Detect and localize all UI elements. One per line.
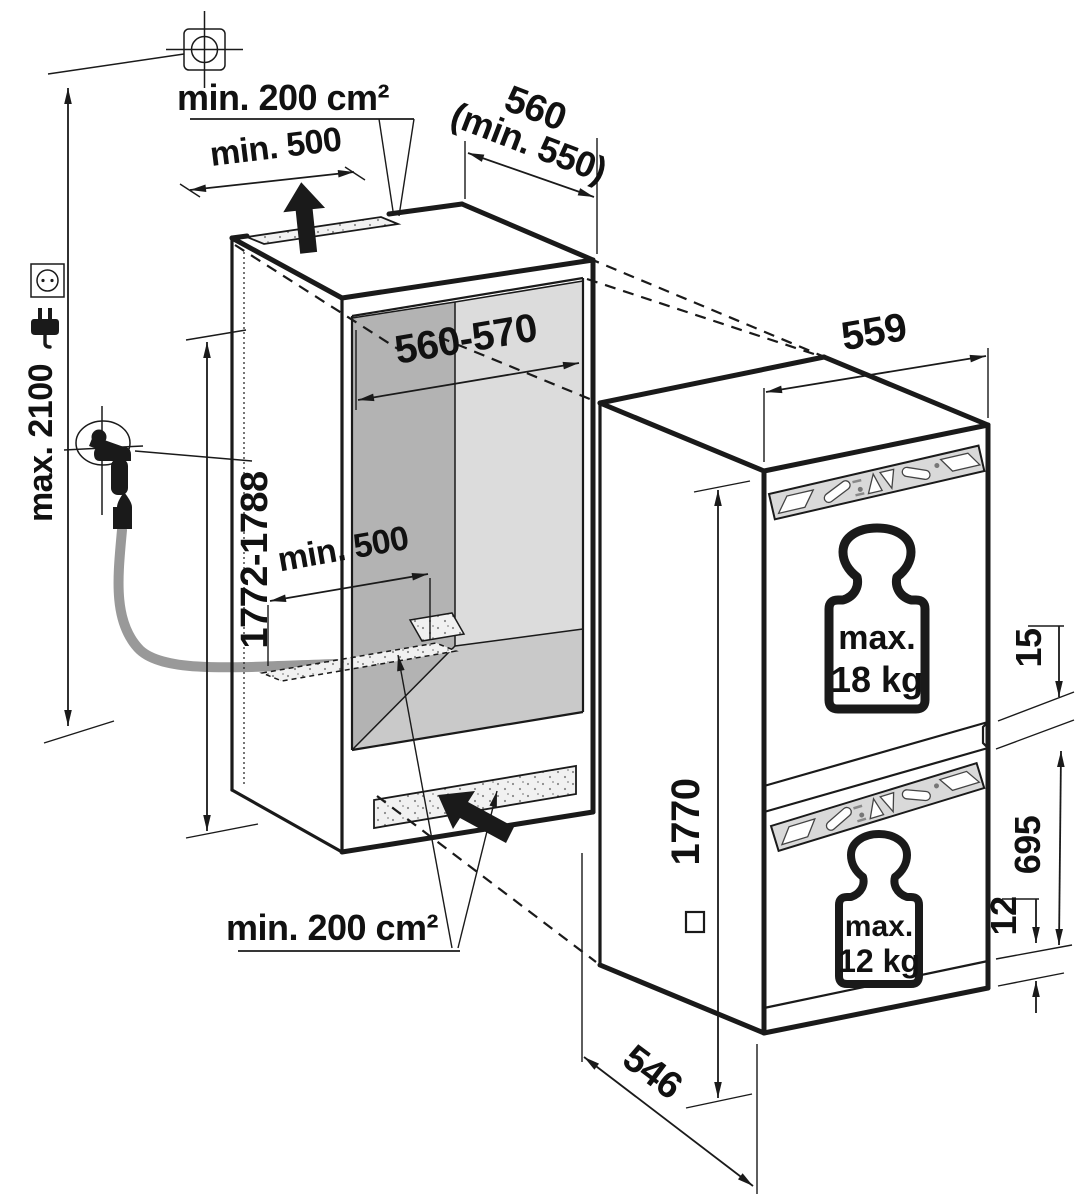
niche-front-bottom-edge [339,809,596,855]
niche-top-left-edge [229,235,345,301]
dim-bottom-vent-area: min. 200 cm² [226,654,498,952]
vent-strip-top [243,216,402,245]
weight-lower-value-label: 12 kg [838,943,920,979]
dim-niche-height: 1772-1788 [185,329,276,839]
weight-lower-max-label: max. [845,910,913,943]
niche-cabinet [229,182,596,855]
ceiling-reference-line [47,53,185,75]
dim-upper-gap: 15 [995,625,1075,750]
drain-hose [113,525,341,673]
dim-appliance-height-label: 1770 [664,779,708,866]
niche-left-bottom-edge [230,788,344,854]
dim-power-height: max. 2100 [22,88,115,744]
weight-18kg-icon: max. 18 kg [824,523,930,714]
power-socket-icon [30,263,65,298]
dim-appliance-height: 1770 [664,480,753,1109]
vent-strip-floor-notch [408,612,466,642]
dim-top-vent-width: min. 500 [179,120,366,198]
dim-appliance-width-label: 559 [838,305,910,359]
utility-column: max. 2100 [22,11,341,744]
dim-niche-height-label: 1772-1788 [234,471,276,648]
dim-lower-door-height-label: 695 [1007,815,1048,874]
hidden-interior-edge [234,244,399,350]
water-tap-icon [63,406,253,515]
vent-strip-floor [259,642,459,682]
dim-upper-gap-label: 15 [1008,628,1049,668]
dim-top-vent-area-label: min. 200 cm² [177,77,390,118]
dim-lower-door-height: 695 [995,750,1073,960]
dim-niche-depth: 560 (min. 550) [445,78,612,254]
weight-upper-value-label: 18 kg [831,659,923,700]
dim-top-vent-width-label: min. 500 [208,120,344,174]
hinge-plate [684,910,706,934]
power-plug-icon [31,308,59,349]
dim-bottom-gap-label: 12 [983,896,1024,935]
dim-appliance-width: 559 [763,305,989,462]
airflow-arrow-top [283,182,326,254]
weight-upper-max-label: max. [838,619,916,657]
dim-bottom-gap: 12 [983,896,1065,1013]
niche-front-top-edge [339,257,596,301]
weight-12kg-icon: max. 12 kg [835,830,923,988]
screw-fixing-icon [166,11,243,88]
hose-connector [113,507,132,529]
dim-power-height-label: max. 2100 [22,364,60,522]
vent-strip-plinth [373,764,577,830]
dim-bottom-vent-area-label: min. 200 cm² [226,907,439,948]
appliance: max. 18 kg max. 12 kg [597,354,991,1036]
airflow-arrow-bottom [438,791,514,843]
dim-top-vent-area: min. 200 cm² [177,77,415,217]
dim-appliance-depth-label: 546 [615,1037,690,1108]
